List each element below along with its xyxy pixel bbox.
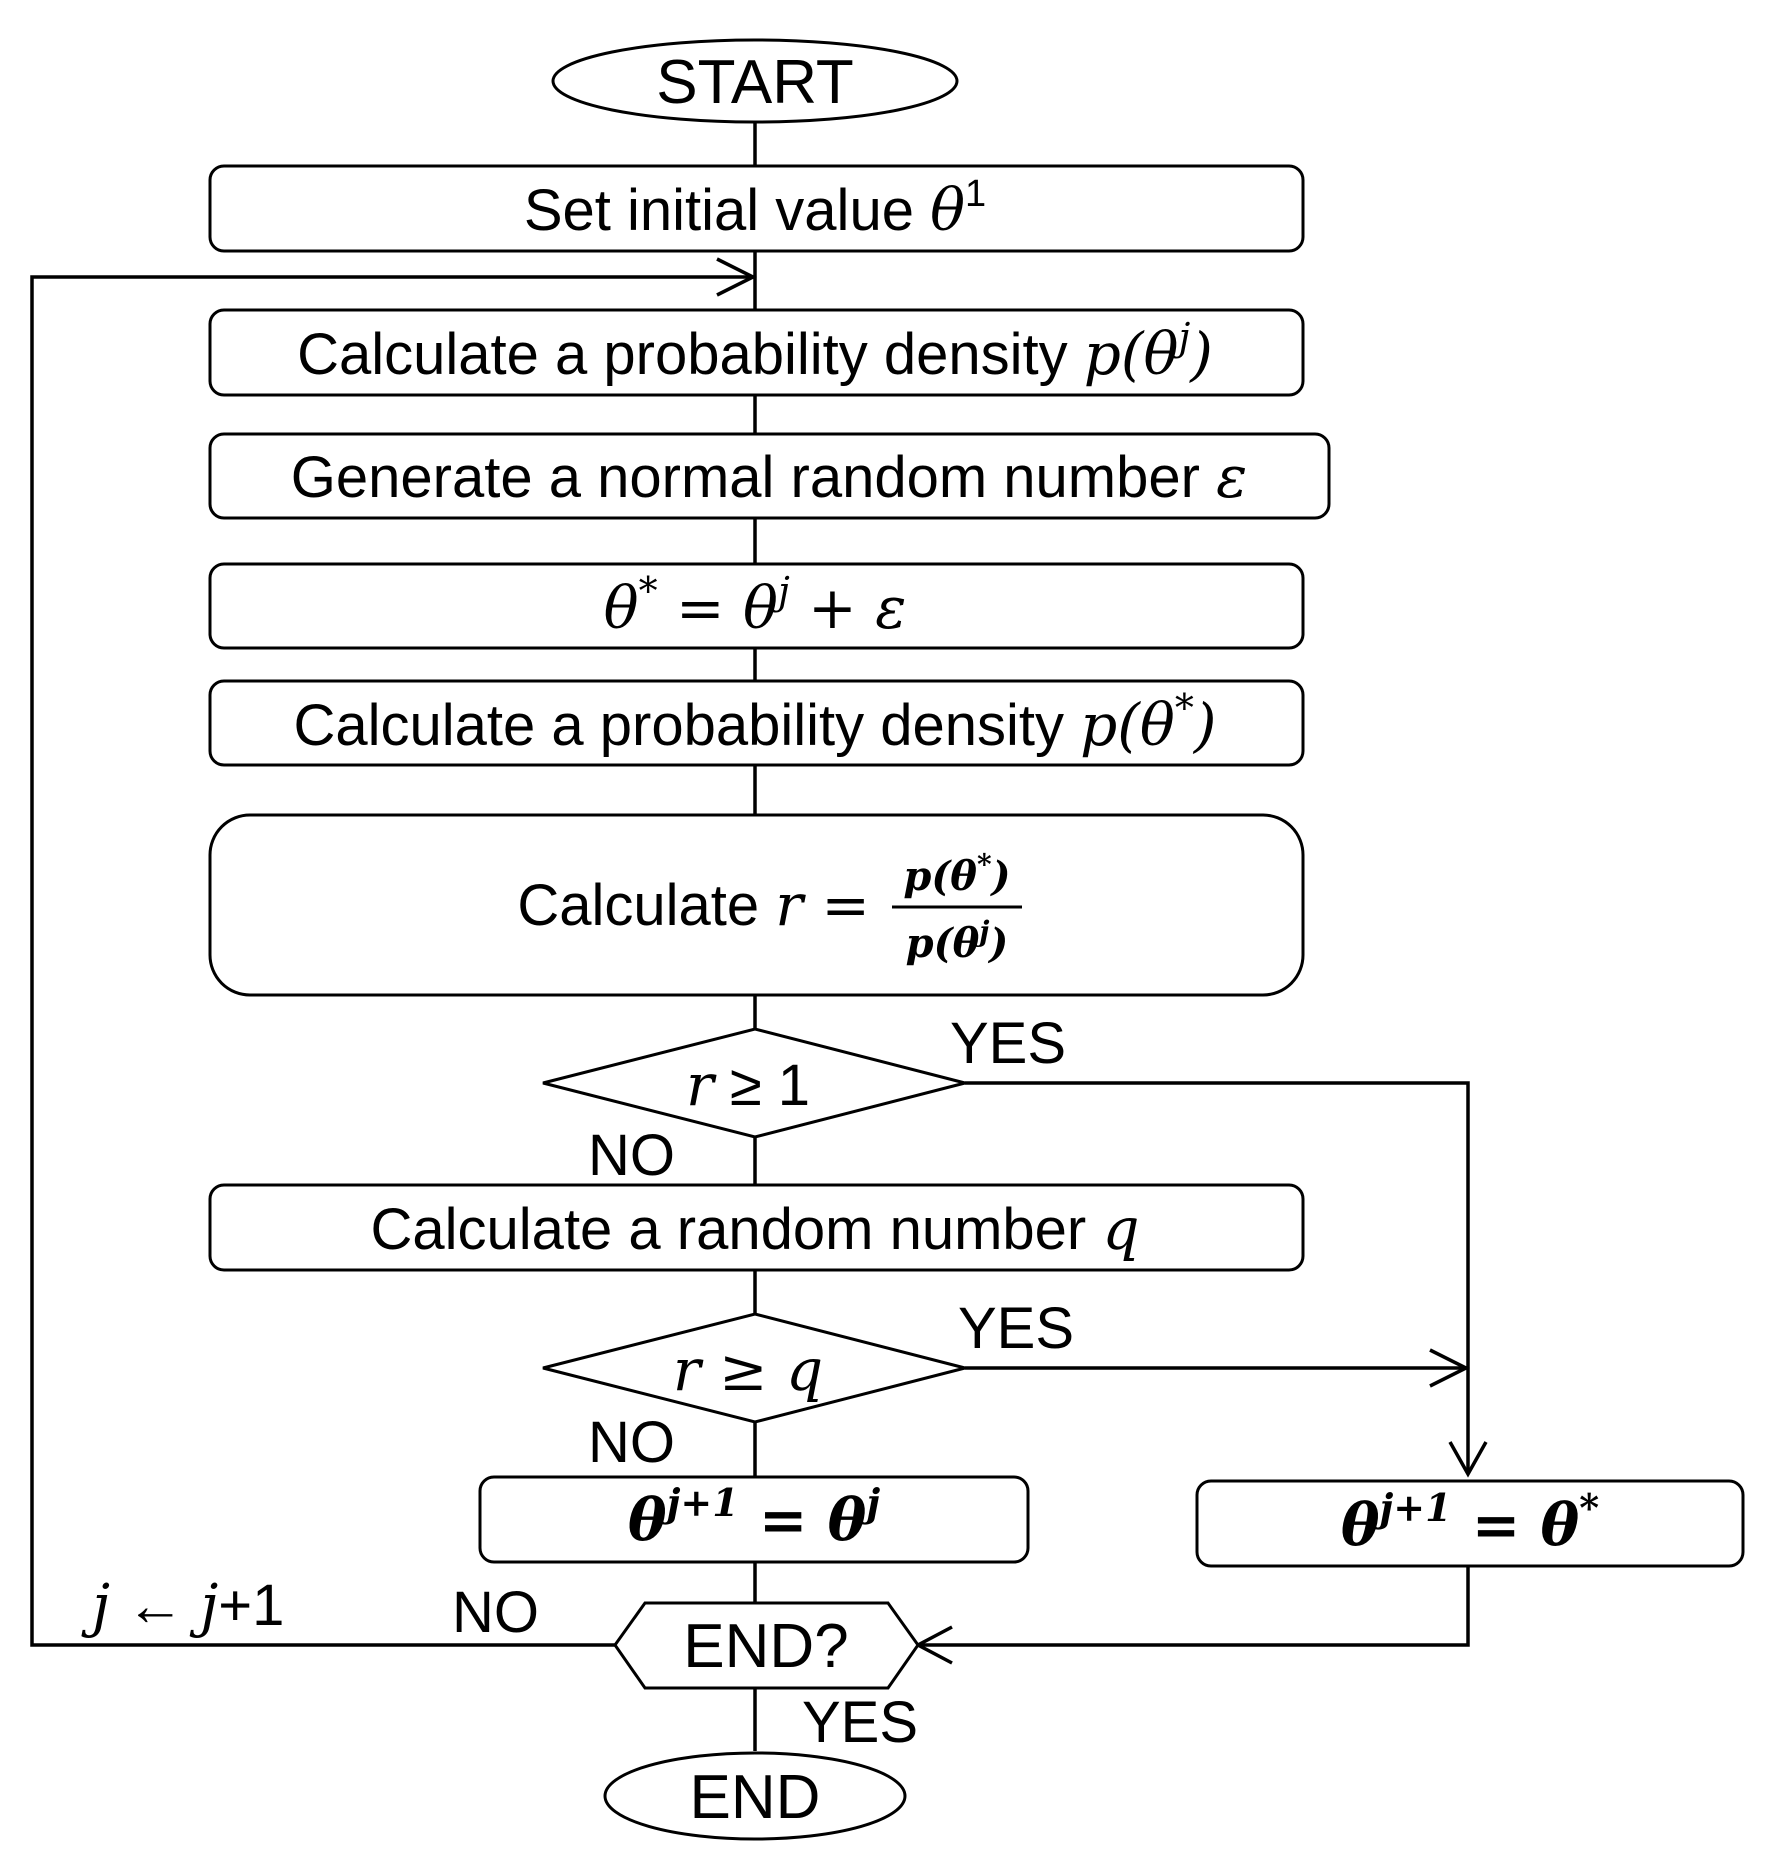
set-initial-box bbox=[208, 164, 1305, 253]
decision2-yes-label: YES bbox=[958, 1296, 1074, 1361]
generate-normal-box bbox=[208, 432, 1331, 520]
arrowhead-decision2-yes bbox=[1429, 1348, 1470, 1388]
endcheck-no-label: NO bbox=[452, 1580, 539, 1645]
ratio-denominator: p(θj) bbox=[906, 915, 1009, 967]
start-terminal bbox=[551, 38, 959, 124]
end-check-label: END? bbox=[683, 1612, 848, 1681]
connector-decision1-yes-path bbox=[965, 1081, 1470, 1474]
calc-density-star-label: Calculate a probability density p(θ*) bbox=[294, 686, 1217, 759]
accept-state-label: θj+1 = θ* bbox=[1341, 1485, 1599, 1559]
end-label: END bbox=[690, 1763, 821, 1832]
ratio-numerator: p(θ*) bbox=[903, 848, 1010, 900]
keep-state-box bbox=[478, 1475, 1030, 1564]
calc-density-star-box bbox=[208, 679, 1305, 767]
decision2-no-label: NO bbox=[588, 1410, 675, 1475]
calc-ratio-label: Calculate r = bbox=[517, 871, 870, 939]
decision1-yes-label: YES bbox=[950, 1011, 1066, 1076]
decision-r-ge-q bbox=[542, 1312, 966, 1424]
increment-label: j ← j+1 bbox=[81, 1571, 284, 1639]
decision1-no-label: NO bbox=[588, 1123, 675, 1188]
decision-r-ge-q-label: r ≥ q bbox=[673, 1336, 823, 1404]
keep-state-label: θj+1 = θj bbox=[628, 1480, 880, 1554]
calc-ratio-box bbox=[208, 813, 1305, 997]
decision-r-ge-1-label: r ≥ 1 bbox=[686, 1051, 810, 1119]
connector-accept-to-endcheck bbox=[918, 1566, 1470, 1647]
end-terminal bbox=[603, 1751, 907, 1841]
accept-state-box bbox=[1195, 1479, 1745, 1568]
decision-r-ge-1 bbox=[542, 1027, 966, 1139]
proposal-label: θ* = θj + ε bbox=[604, 569, 907, 642]
calc-density-j-box bbox=[208, 308, 1305, 397]
start-label: START bbox=[656, 48, 854, 117]
endcheck-yes-label: YES bbox=[802, 1690, 918, 1755]
arrowhead-loop-back bbox=[716, 257, 757, 297]
generate-normal-label: Generate a normal random number ε bbox=[291, 443, 1247, 511]
end-check-hexagon bbox=[613, 1601, 920, 1690]
connectors bbox=[30, 122, 1488, 1751]
connector-loop-back bbox=[30, 275, 755, 1647]
shapes bbox=[208, 38, 1745, 1841]
calc-density-j-label: Calculate a probability density p(θj) bbox=[297, 315, 1213, 388]
arrowhead-into-accept bbox=[1448, 1441, 1488, 1478]
calc-random-q-label: Calculate a random number q bbox=[371, 1195, 1140, 1263]
texts: START Set initial value θ1 Calculate a p… bbox=[81, 48, 1599, 1832]
set-initial-label: Set initial value θ1 bbox=[524, 173, 986, 244]
proposal-box bbox=[208, 562, 1305, 650]
calc-random-q-box bbox=[208, 1183, 1305, 1272]
